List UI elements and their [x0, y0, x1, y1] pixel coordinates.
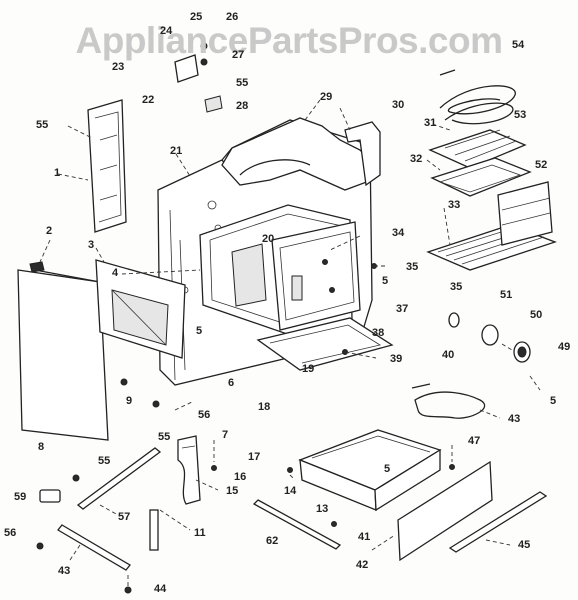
part-label: 6: [228, 377, 235, 389]
part-label: 9: [126, 395, 133, 407]
leader-lines: [39, 99, 541, 586]
part-label: 47: [468, 435, 481, 447]
part-label: 49: [558, 341, 571, 353]
part-label: 37: [396, 303, 409, 315]
inner-door-part: [271, 221, 361, 331]
drawer-front-part: [397, 460, 493, 562]
part-label: 55: [98, 455, 111, 467]
rack-support-part: [497, 181, 553, 246]
part-label: 42: [356, 559, 369, 571]
storage-drawer-part: [298, 429, 442, 512]
bake-element-part: [411, 383, 486, 419]
part-label: 31: [424, 117, 437, 129]
part-label: 30: [392, 99, 405, 111]
part-label: 17: [248, 451, 261, 463]
part-label: 43: [58, 565, 71, 577]
knob-ring-parts: [448, 312, 531, 363]
part-label: 40: [442, 349, 455, 361]
part-label: 29: [320, 91, 333, 103]
part-label: 51: [500, 289, 513, 301]
part-label: 21: [170, 145, 183, 157]
part-label: 5: [550, 395, 557, 407]
part-label: 59: [14, 491, 27, 503]
top-hardware-parts: [174, 42, 223, 113]
part-label: 34: [392, 227, 405, 239]
part-label: 8: [38, 441, 45, 453]
part-label: 32: [410, 153, 423, 165]
part-label: 56: [198, 409, 211, 421]
part-label: 13: [316, 503, 329, 515]
part-label: 41: [358, 531, 371, 543]
part-label: 39: [390, 353, 403, 365]
part-label: 57: [118, 511, 131, 523]
part-label: 3: [88, 239, 95, 251]
door-window-frame-part: [95, 259, 186, 359]
door-hinge-part: [177, 435, 201, 505]
broil-element-part: [439, 69, 516, 125]
part-label: 43: [508, 413, 521, 425]
part-label: 5: [382, 275, 389, 287]
part-label: 15: [226, 485, 239, 497]
small-block-part: [39, 489, 61, 503]
bottom-tray-part: [256, 317, 394, 371]
part-label: 2: [46, 225, 53, 237]
part-label: 54: [512, 39, 525, 51]
part-label: 25: [190, 11, 203, 23]
part-label: 45: [518, 539, 531, 551]
part-label: 26: [226, 11, 239, 23]
part-label: 28: [236, 100, 249, 112]
part-label: 55: [36, 119, 49, 131]
part-label: 22: [142, 94, 155, 106]
drawer-rail-parts: [57, 447, 548, 571]
part-label: 5: [196, 325, 203, 337]
broiler-rack-part: [428, 129, 527, 169]
part-label: 20: [262, 233, 275, 245]
part-label: 7: [222, 429, 229, 441]
part-label: 53: [514, 109, 527, 121]
part-label: 50: [530, 309, 543, 321]
part-label: 55: [158, 431, 171, 443]
part-label: 11: [194, 527, 206, 539]
oven-door-part: [17, 261, 109, 441]
part-label: 18: [258, 401, 271, 413]
part-label: 16: [234, 471, 247, 483]
part-label: 24: [160, 25, 173, 37]
part-label: 56: [4, 527, 17, 539]
part-label: 52: [535, 159, 548, 171]
part-label: 5: [384, 463, 391, 475]
broiler-pan-part: [430, 157, 532, 197]
part-label: 4: [112, 267, 119, 279]
vent-duct-part: [344, 121, 381, 187]
side-panel-part: [87, 99, 127, 233]
part-label: 27: [232, 49, 245, 61]
part-label: 35: [406, 261, 419, 273]
part-label: 35: [450, 281, 463, 293]
part-label: 1: [54, 167, 61, 179]
part-label: 62: [266, 535, 279, 547]
part-label: 38: [372, 327, 385, 339]
fastener-parts: [36, 263, 455, 594]
part-label: 19: [302, 363, 315, 375]
part-label: 23: [112, 61, 125, 73]
part-label: 14: [284, 485, 297, 497]
hinge-pin-part: [149, 509, 159, 551]
part-label: 55: [236, 77, 249, 89]
part-label: 33: [448, 199, 461, 211]
part-label: 44: [154, 583, 167, 595]
